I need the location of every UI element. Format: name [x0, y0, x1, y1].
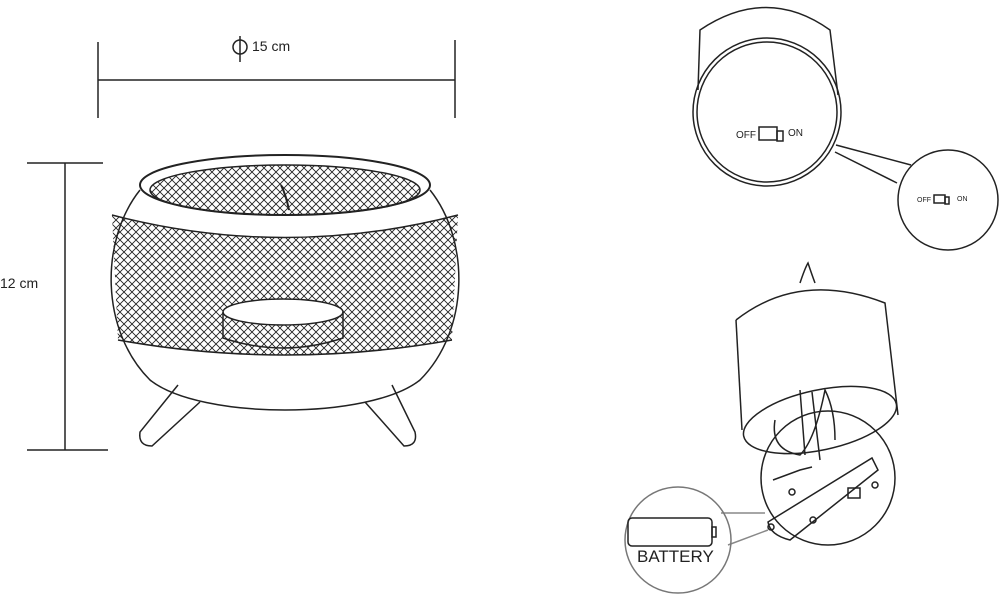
switch-on-label: ON	[788, 128, 803, 139]
height-label: 12 cm	[0, 275, 39, 291]
battery-label: BATTERY	[637, 547, 714, 566]
leg-left	[139, 384, 201, 447]
battery-holder	[767, 456, 879, 541]
battery-view	[624, 261, 899, 594]
switch-view	[692, 6, 999, 251]
width-label: 15 cm	[252, 38, 291, 54]
zoom-off-label: OFF	[917, 197, 931, 204]
lantern-bowl	[110, 154, 460, 447]
zoom-circle	[897, 149, 999, 251]
switch-icon	[758, 126, 778, 141]
zoom-on-label: ON	[957, 196, 968, 203]
leg-right	[364, 384, 417, 447]
width-dimension	[97, 36, 456, 118]
switch-off-label: OFF	[736, 130, 756, 141]
battery-icon	[627, 517, 713, 547]
height-dimension	[27, 162, 108, 451]
